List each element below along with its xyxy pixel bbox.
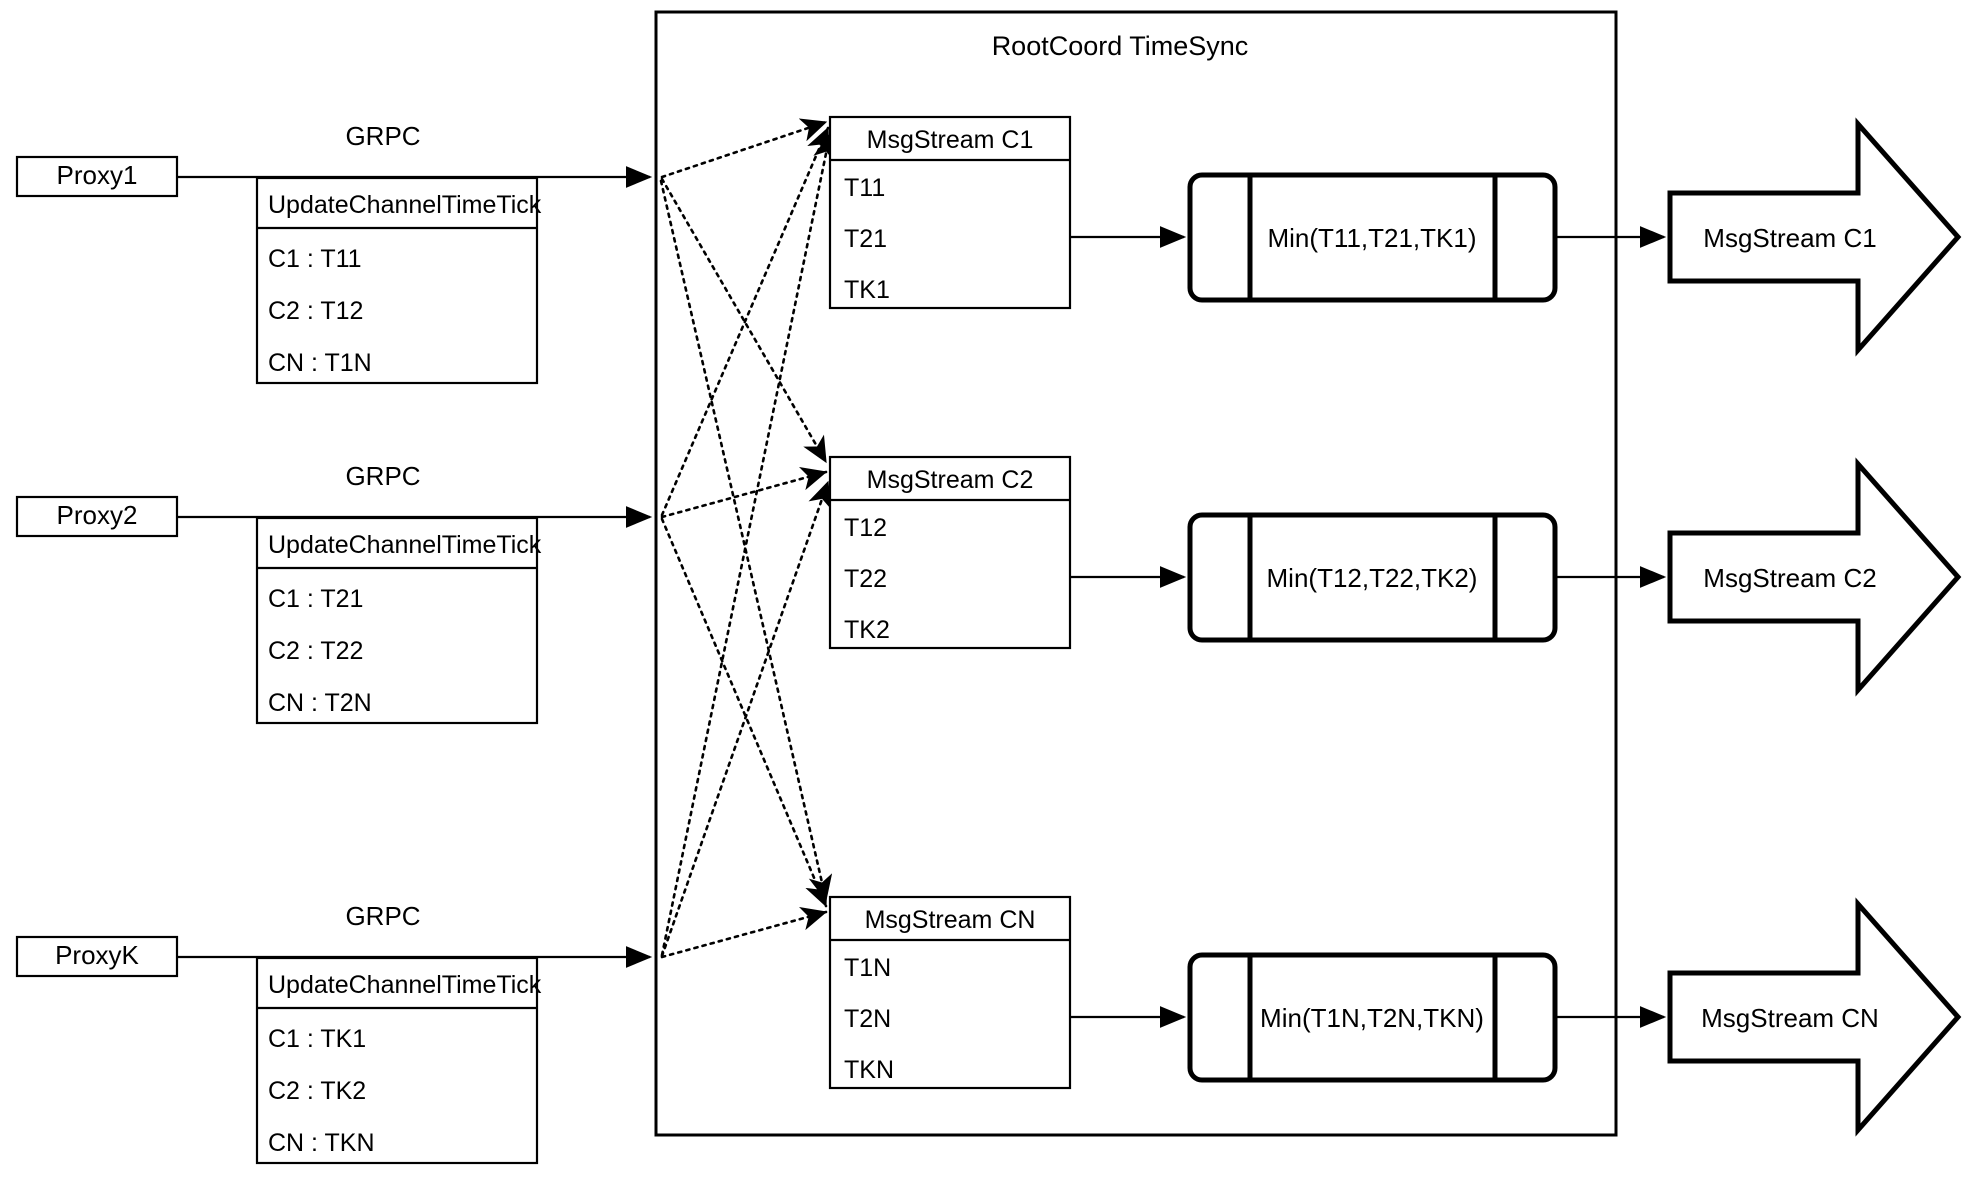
- output-arrow-shape-1: [1667, 117, 1962, 357]
- grpc-label-3: GRPC: [345, 901, 420, 931]
- process-label-2: Min(T12,T22,TK2): [1267, 563, 1478, 593]
- proxy-label-3: ProxyK: [55, 940, 139, 970]
- update-channel-timetick-box-1: [255, 176, 539, 385]
- msgstream-row-3-0: T1N: [844, 954, 891, 982]
- msgstream-row-2-2: TK2: [844, 616, 890, 644]
- grpc-label-2: GRPC: [345, 461, 420, 491]
- proxy-label-1: Proxy1: [57, 160, 138, 190]
- rootcoord-timesync-title: RootCoord TimeSync: [992, 31, 1249, 61]
- dotted-link-pk-cn: [660, 907, 828, 959]
- msgstream-row-2-1: T22: [844, 565, 887, 593]
- output-arrow-label-3: MsgStream CN: [1701, 1003, 1879, 1033]
- dotted-link-pk-c1: [660, 132, 837, 957]
- update-channel-timetick-row-1-2: CN : T1N: [268, 349, 372, 377]
- output-arrow-shape-3: [1667, 897, 1962, 1137]
- update-channel-timetick-row-3-0: C1 : TK1: [268, 1025, 366, 1053]
- update-channel-timetick-box-2: [255, 516, 539, 725]
- update-channel-timetick-row-3-1: C2 : TK2: [268, 1077, 366, 1105]
- msgstream-row-3-1: T2N: [844, 1005, 891, 1033]
- proxy-box-1[interactable]: [15, 155, 179, 198]
- msgstream-row-1-0: T11: [844, 174, 885, 202]
- msgstream-row-3-2: TKN: [844, 1056, 894, 1084]
- output-arrow-label-2: MsgStream C2: [1703, 563, 1876, 593]
- dotted-link-p2-c2: [660, 467, 828, 519]
- update-channel-timetick-title-2: UpdateChannelTimeTick: [268, 531, 542, 559]
- dotted-link-p1-c1: [660, 118, 828, 179]
- update-channel-timetick-row-3-2: CN : TKN: [268, 1129, 375, 1157]
- process-label-3: Min(T1N,T2N,TKN): [1260, 1003, 1484, 1033]
- update-channel-timetick-row-1-0: C1 : T11: [268, 245, 362, 273]
- output-arrow-shape-2: [1667, 457, 1962, 697]
- update-channel-timetick-title-3: UpdateChannelTimeTick: [268, 971, 542, 999]
- update-channel-timetick-row-2-1: C2 : T22: [268, 637, 363, 665]
- msgstream-box-3: [828, 895, 1072, 1090]
- dotted-link-pk-c2: [660, 480, 832, 958]
- update-channel-timetick-box-3: [255, 956, 539, 1165]
- dotted-link-p1-cn: [659, 179, 833, 902]
- msgstream-row-1-2: TK1: [844, 276, 890, 304]
- update-channel-timetick-title-1: UpdateChannelTimeTick: [268, 191, 542, 219]
- msgstream-row-2-0: T12: [844, 514, 887, 542]
- msgstream-box-1: [828, 115, 1072, 310]
- dotted-link-p2-c1: [660, 126, 830, 517]
- dotted-link-p1-c2: [660, 177, 828, 464]
- proxy-box-3[interactable]: [15, 935, 179, 978]
- msgstream-title-3: MsgStream CN: [865, 906, 1036, 934]
- msgstream-row-1-1: T21: [844, 225, 887, 253]
- proxy-box-2[interactable]: [15, 495, 179, 538]
- update-channel-timetick-row-2-2: CN : T2N: [268, 689, 372, 717]
- output-arrow-label-1: MsgStream C1: [1703, 223, 1876, 253]
- dotted-link-p2-cn: [660, 517, 828, 908]
- update-channel-timetick-row-1-1: C2 : T12: [268, 297, 363, 325]
- proxy-label-2: Proxy2: [57, 500, 138, 530]
- msgstream-box-2: [828, 455, 1072, 650]
- update-channel-timetick-row-2-0: C1 : T21: [268, 585, 363, 613]
- msgstream-title-1: MsgStream C1: [867, 126, 1034, 154]
- msgstream-title-2: MsgStream C2: [867, 466, 1034, 494]
- grpc-label-1: GRPC: [345, 121, 420, 151]
- process-label-1: Min(T11,T21,TK1): [1267, 223, 1476, 253]
